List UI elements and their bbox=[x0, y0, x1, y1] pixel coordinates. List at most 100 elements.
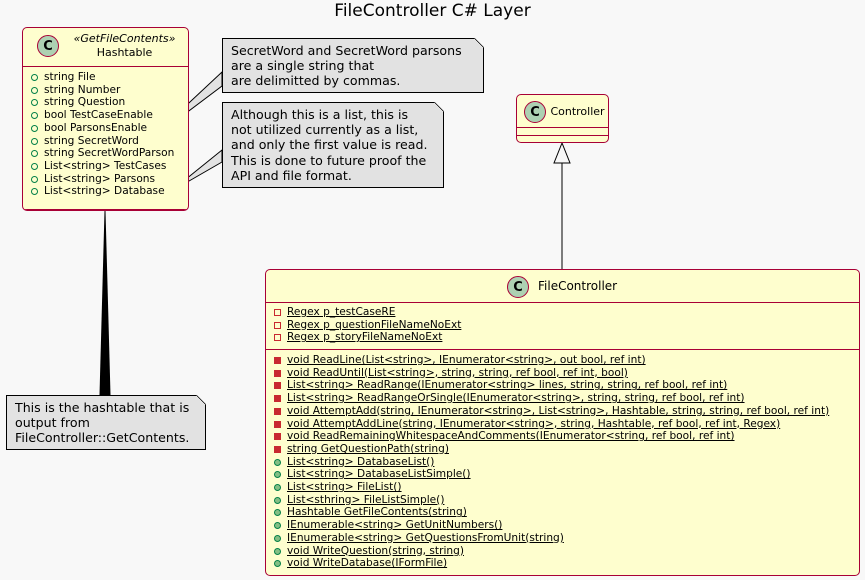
member-row: void WriteDatabase(IFormFile) bbox=[274, 557, 859, 570]
member-row: void WriteQuestion(string, string) bbox=[274, 545, 859, 558]
member-text: List<string> ReadRangeOrSingle(IEnumerat… bbox=[287, 392, 745, 405]
note-line: not utilized currently as a list, bbox=[231, 122, 419, 138]
note-line: This is done to future proof the bbox=[231, 152, 427, 168]
member-text: string Question bbox=[44, 96, 126, 109]
visibility-icon bbox=[274, 471, 281, 479]
visibility-icon bbox=[274, 407, 281, 415]
note-line: Although this is a list, this is bbox=[231, 107, 409, 122]
member-text: string File bbox=[44, 71, 96, 83]
member-row: Hashtable GetFileContents(string) bbox=[274, 506, 859, 519]
member-row: List<string> FileList() bbox=[274, 481, 859, 494]
note-fold bbox=[474, 38, 484, 48]
member-row: Regex p_storyFileNameNoExt bbox=[274, 331, 859, 344]
member-text: List<string> Database bbox=[44, 185, 165, 198]
member-text: Regex p_storyFileNameNoExt bbox=[287, 331, 443, 344]
note-line: are delimitted by commas. bbox=[231, 73, 401, 89]
visibility-icon bbox=[274, 445, 281, 453]
member-text: List<sthring> FileListSimple() bbox=[287, 493, 445, 506]
member-text: void AttemptAddLine(string, IEnumerator<… bbox=[287, 417, 781, 430]
member-row: List<string> Database bbox=[31, 185, 188, 198]
filecontroller-name: FileController bbox=[538, 279, 618, 293]
visibility-icon bbox=[31, 175, 38, 183]
note-line: This is the hashtable that is bbox=[15, 400, 190, 415]
note-line: SecretWord and SecretWord parsons bbox=[231, 43, 462, 58]
member-text: List<string> ReadRange(IEnumerator<strin… bbox=[287, 379, 728, 392]
visibility-icon bbox=[274, 420, 281, 428]
controller-methods bbox=[517, 135, 608, 142]
note-line: FileController::GetContents. bbox=[15, 430, 190, 446]
member-row: bool ParsonsEnable bbox=[31, 122, 188, 135]
note-line: are a single string that bbox=[231, 58, 375, 74]
member-row: List<string> ReadRangeOrSingle(IEnumerat… bbox=[274, 392, 859, 405]
member-row: Regex p_questionFileNameNoExt bbox=[274, 319, 859, 332]
visibility-icon bbox=[274, 509, 281, 517]
member-text: List<string> TestCases bbox=[44, 159, 167, 172]
hashtable-class-header: C «GetFileContents» Hashtable bbox=[23, 28, 188, 66]
visibility-icon bbox=[274, 522, 281, 530]
member-text: IEnumerable<string> GetUnitNumbers() bbox=[287, 519, 503, 532]
note-fold bbox=[196, 395, 206, 405]
member-text: void WriteQuestion(string, string) bbox=[287, 544, 464, 557]
note-line: API and file format. bbox=[231, 167, 352, 183]
member-row: string File bbox=[31, 71, 188, 84]
member-text: List<string> FileList() bbox=[287, 481, 402, 494]
member-row: IEnumerable<string> GetQuestionsFromUnit… bbox=[274, 532, 859, 545]
visibility-icon bbox=[274, 433, 281, 441]
member-row: string GetQuestionPath(string) bbox=[274, 443, 859, 456]
member-row: string Number bbox=[31, 84, 188, 97]
member-row: List<string> ReadRange(IEnumerator<strin… bbox=[274, 379, 859, 392]
visibility-icon bbox=[31, 150, 38, 158]
class-icon: C bbox=[37, 35, 59, 57]
diagram-title: FileController C# Layer bbox=[334, 1, 531, 21]
note-line: output from bbox=[15, 415, 90, 431]
member-text: Hashtable GetFileContents(string) bbox=[287, 506, 467, 519]
note-secretword: SecretWord and SecretWord parsons are a … bbox=[222, 38, 484, 93]
visibility-icon bbox=[274, 382, 281, 390]
hashtable-name: Hashtable bbox=[96, 46, 153, 59]
member-row: void ReadUntil(List<string>, string, str… bbox=[274, 367, 859, 380]
member-text: List<string> DatabaseList() bbox=[287, 455, 435, 468]
note-line: and only the first value is read. bbox=[231, 137, 428, 153]
member-text: void ReadRemainingWhitespaceAndComments(… bbox=[287, 430, 735, 443]
member-row: void AttemptAdd(string, IEnumerator<stri… bbox=[274, 405, 859, 418]
member-row: List<string> TestCases bbox=[31, 160, 188, 173]
visibility-icon bbox=[31, 74, 38, 81]
hashtable-class: C «GetFileContents» Hashtable string Fil… bbox=[22, 27, 189, 211]
visibility-icon bbox=[274, 547, 281, 555]
visibility-icon bbox=[274, 496, 281, 504]
visibility-icon bbox=[31, 124, 38, 132]
visibility-icon bbox=[274, 484, 281, 492]
note-fold bbox=[434, 102, 444, 112]
member-text: string SecretWord bbox=[44, 134, 139, 147]
member-text: void ReadLine(List<string>, IEnumerator<… bbox=[287, 354, 646, 366]
member-row: string SecretWordParson bbox=[31, 147, 188, 160]
member-row: void ReadLine(List<string>, IEnumerator<… bbox=[274, 354, 859, 367]
member-row: bool TestCaseEnable bbox=[31, 109, 188, 122]
note-database: Although this is a list, this is not uti… bbox=[222, 102, 444, 188]
note-hashtable: This is the hashtable that is output fro… bbox=[6, 395, 206, 450]
visibility-icon bbox=[274, 309, 281, 316]
member-text: List<string> DatabaseListSimple() bbox=[287, 468, 471, 481]
note-anchor-hashtable bbox=[100, 211, 110, 395]
member-text: string GetQuestionPath(string) bbox=[287, 442, 449, 455]
class-icon: C bbox=[507, 276, 529, 298]
member-text: List<string> Parsons bbox=[44, 172, 156, 185]
member-row: List<string> DatabaseListSimple() bbox=[274, 468, 859, 481]
member-text: bool ParsonsEnable bbox=[44, 121, 148, 134]
controller-name: Controller bbox=[550, 105, 605, 118]
member-row: List<string> Parsons bbox=[31, 173, 188, 186]
inheritance-arrow bbox=[553, 141, 571, 164]
visibility-icon bbox=[31, 99, 38, 107]
visibility-icon bbox=[274, 458, 281, 466]
visibility-icon bbox=[31, 162, 38, 170]
controller-class-header: C Controller bbox=[517, 95, 608, 127]
visibility-icon bbox=[274, 534, 281, 542]
member-row: string Question bbox=[31, 96, 188, 109]
member-text: string SecretWordParson bbox=[44, 147, 175, 160]
member-row: List<string> DatabaseList() bbox=[274, 456, 859, 469]
visibility-icon bbox=[31, 188, 38, 196]
controller-fields bbox=[517, 127, 608, 135]
visibility-icon bbox=[274, 560, 281, 568]
class-icon: C bbox=[524, 101, 546, 123]
